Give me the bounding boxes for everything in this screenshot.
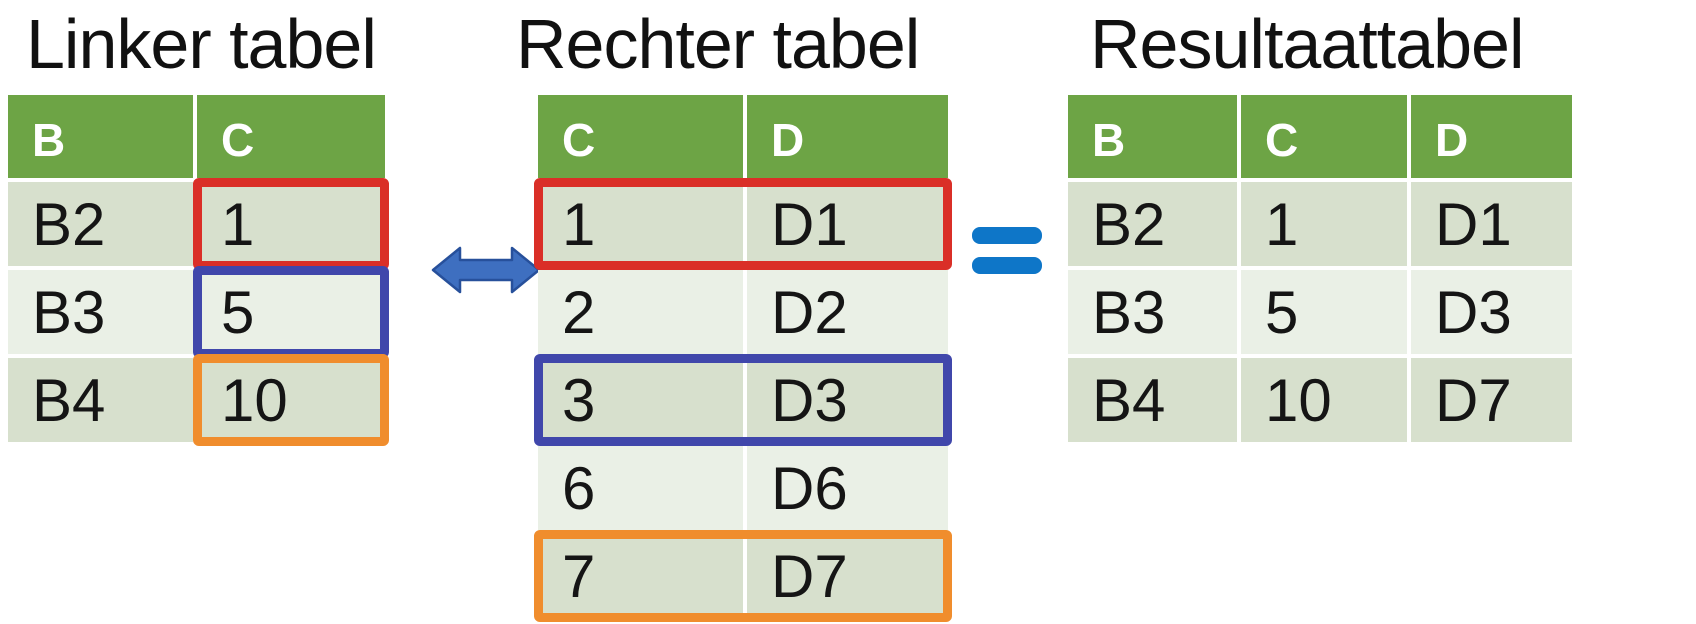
table-cell: B3 — [8, 270, 193, 354]
double-arrow-shape — [431, 246, 541, 294]
equals-bar-top — [972, 227, 1042, 244]
header-cell-b: B — [1068, 95, 1237, 178]
header-cell-c: C — [1241, 95, 1407, 178]
table-header-row: B C D — [1068, 95, 1572, 178]
header-cell-d: D — [747, 95, 948, 178]
table-row: B3 5 — [8, 266, 389, 358]
table-cell: B4 — [1068, 358, 1237, 442]
left-table-title: Linker tabel — [26, 5, 377, 83]
table-cell: D2 — [747, 270, 948, 354]
table-cell: 10 — [1241, 358, 1407, 442]
table-row: 6 D6 — [538, 446, 948, 530]
equals-bar-bottom — [972, 257, 1042, 274]
right-table: C D 1 D1 2 D2 3 D3 6 D6 7 D7 — [534, 95, 952, 622]
table-cell: D3 — [1411, 270, 1572, 354]
table-row: B3 5 D3 — [1068, 270, 1572, 354]
header-cell-c: C — [197, 95, 385, 178]
table-cell: D1 — [1411, 182, 1572, 266]
result-table: B C D B2 1 D1 B3 5 D3 B4 10 D7 — [1068, 95, 1572, 442]
double-arrow-icon — [431, 246, 541, 294]
table-cell: 3 — [538, 358, 743, 442]
table-cell-highlight-red: 1 — [193, 178, 389, 270]
table-header-row: B C — [8, 95, 385, 178]
table-cell-highlight-orange: 10 — [193, 354, 389, 446]
table-cell: B3 — [1068, 270, 1237, 354]
table-cell: D3 — [747, 358, 948, 442]
table-cell: B2 — [1068, 182, 1237, 266]
header-cell-b: B — [8, 95, 193, 178]
right-table-title: Rechter tabel — [516, 5, 920, 83]
table-cell: 6 — [538, 446, 743, 530]
table-cell-highlight-blue: 5 — [193, 266, 389, 358]
equals-icon — [972, 227, 1042, 274]
table-row: B4 10 — [8, 354, 389, 446]
table-cell: D7 — [1411, 358, 1572, 442]
table-cell: B4 — [8, 358, 193, 442]
table-row-highlight-red: 1 D1 — [534, 178, 952, 270]
table-cell: 1 — [538, 182, 743, 266]
table-cell: 1 — [1241, 182, 1407, 266]
table-cell: D1 — [747, 182, 948, 266]
table-cell: D7 — [747, 534, 948, 618]
header-cell-d: D — [1411, 95, 1572, 178]
table-cell: D6 — [747, 446, 948, 530]
table-row: B4 10 D7 — [1068, 358, 1572, 442]
left-table: B C B2 1 B3 5 B4 10 — [8, 95, 389, 446]
table-row-highlight-orange: 7 D7 — [534, 530, 952, 622]
table-cell: 5 — [1241, 270, 1407, 354]
table-row: 2 D2 — [538, 270, 948, 354]
table-cell: 2 — [538, 270, 743, 354]
header-cell-c: C — [538, 95, 743, 178]
result-table-title: Resultaattabel — [1090, 5, 1525, 83]
table-row: B2 1 — [8, 178, 389, 270]
table-row: B2 1 D1 — [1068, 182, 1572, 266]
table-cell: 7 — [538, 534, 743, 618]
table-row-highlight-blue: 3 D3 — [534, 354, 952, 446]
table-header-row: C D — [538, 95, 948, 178]
table-cell: B2 — [8, 182, 193, 266]
